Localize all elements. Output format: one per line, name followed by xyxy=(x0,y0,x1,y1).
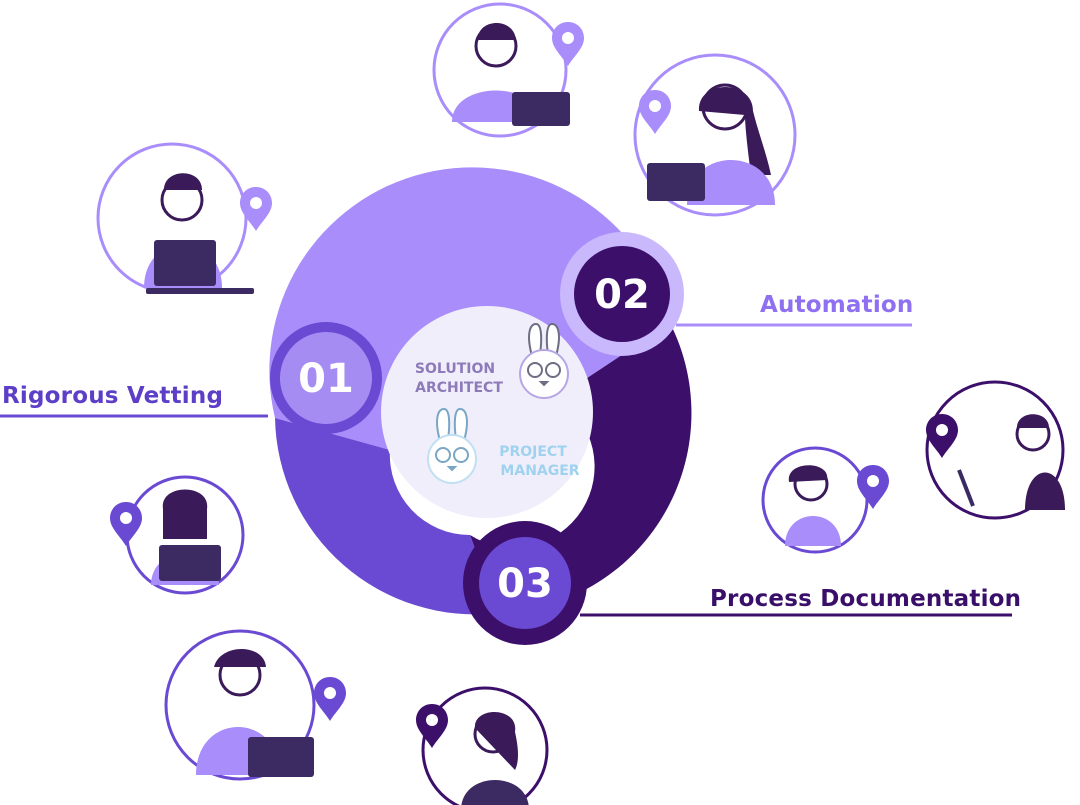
map-pin-icon xyxy=(639,90,671,134)
step-label-process-documentation: Process Documentation xyxy=(710,586,1022,612)
badge-02: 02 xyxy=(560,232,684,356)
role-b-line1: PROJECT xyxy=(499,444,567,460)
step-label-rigorous-vetting: Rigorous Vetting xyxy=(2,383,224,409)
badge-03: 03 xyxy=(463,521,587,645)
map-pin-icon xyxy=(857,465,889,509)
map-pin-icon xyxy=(552,22,584,66)
role-b-line2: MANAGER xyxy=(500,463,579,479)
person-at-laptop-icon xyxy=(925,380,1065,520)
person-at-laptop-icon xyxy=(421,686,549,805)
role-a-line1: SOLUTION xyxy=(415,361,495,377)
step-label-automation: Automation xyxy=(760,292,914,318)
person-at-laptop-icon xyxy=(633,53,797,217)
ring-segment-mid xyxy=(275,418,498,615)
badge-01-number: 01 xyxy=(298,356,354,402)
badge-01: 01 xyxy=(270,322,382,434)
person-at-laptop-icon xyxy=(96,142,254,294)
ring-segment-dark xyxy=(470,323,692,613)
map-pin-icon xyxy=(314,677,346,721)
bunny-mascot-icon xyxy=(427,407,477,484)
bunny-mascot-icon xyxy=(519,322,569,399)
center-circle xyxy=(381,306,593,518)
map-pin-icon xyxy=(416,704,448,748)
person-at-laptop-icon xyxy=(432,2,570,138)
badge-02-number: 02 xyxy=(594,272,650,318)
person-at-laptop-icon xyxy=(761,446,869,554)
badge-03-number: 03 xyxy=(497,561,553,607)
person-at-laptop-icon xyxy=(125,475,245,595)
person-at-laptop-icon xyxy=(164,629,316,781)
map-pin-icon xyxy=(926,414,958,458)
role-a-line2: ARCHITECT xyxy=(415,380,503,396)
map-pin-icon xyxy=(110,502,142,546)
